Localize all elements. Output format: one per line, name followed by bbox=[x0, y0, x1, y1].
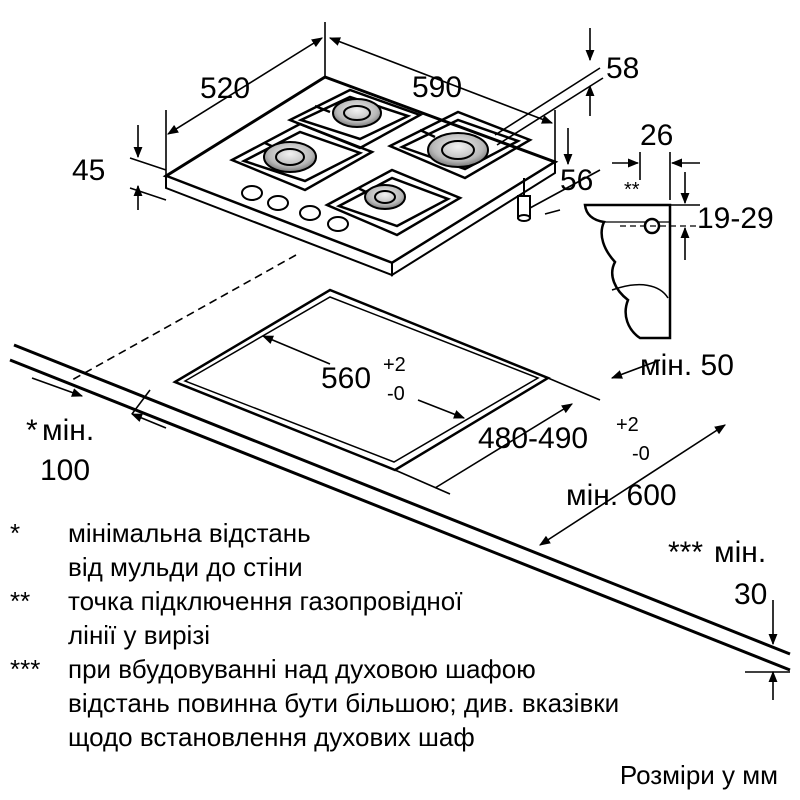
cutout-depth-annotation: 480-490 +2 -0 bbox=[478, 414, 650, 465]
cutout-width-annotation: 560 +2 -0 bbox=[321, 354, 406, 405]
bracket-detail bbox=[583, 203, 700, 340]
side-clearance-marker: * bbox=[26, 414, 38, 447]
legend-text: при вбудовуванні над духовою шафою bbox=[68, 654, 536, 684]
hob-side-edge bbox=[391, 160, 556, 277]
units-note: Розміри у мм bbox=[619, 760, 778, 790]
control-knobs bbox=[241, 185, 349, 232]
worktop-dimension-lines bbox=[31, 335, 790, 700]
cutout-depth-base: 480-490 bbox=[478, 422, 588, 455]
cutout-depth-tol-minus: -0 bbox=[632, 443, 650, 465]
legend-marker: ** bbox=[10, 586, 31, 616]
cutout-width-tol-plus: +2 bbox=[383, 354, 406, 376]
legend-marker: * bbox=[10, 518, 21, 548]
burner-rear-right bbox=[427, 132, 489, 168]
legend-text: точка підключення газопровідної bbox=[68, 586, 463, 616]
legend-item-continued: щодо встановлення духових шаф bbox=[0, 720, 800, 754]
bracket-dimension-lines bbox=[612, 152, 700, 260]
legend-text: відстань повинна бути більшою; див. вказ… bbox=[68, 688, 620, 718]
hob-connector-offset-label: 56 bbox=[560, 164, 593, 197]
cutout-width-tol-minus: -0 bbox=[387, 383, 405, 405]
bottom-clearance-label: мін. bbox=[714, 536, 766, 569]
burner-front-right bbox=[364, 184, 406, 210]
depth-clearance-label: мін. 600 bbox=[566, 479, 677, 512]
footnote-legend: * мінімальна відстань від мульди до стін… bbox=[0, 516, 800, 754]
legend-item-continued: від мульди до стіни bbox=[0, 550, 800, 584]
burner-front-left bbox=[263, 141, 317, 173]
hob-depth-label: 520 bbox=[200, 72, 250, 105]
cutout-inner bbox=[183, 296, 540, 463]
hob-rear-offset-label: 58 bbox=[606, 52, 639, 85]
bracket-width-label: 26 bbox=[640, 119, 673, 152]
legend-item-continued: відстань повинна бути більшою; див. вказ… bbox=[0, 686, 800, 720]
bracket-marker-label: ** bbox=[624, 179, 640, 201]
legend-text: лінії у вирізі bbox=[68, 620, 211, 650]
legend-item: * мінімальна відстань bbox=[0, 516, 800, 550]
worktop bbox=[9, 254, 791, 672]
rear-clearance-label: мін. 50 bbox=[640, 349, 734, 382]
hob-height-label: 45 bbox=[72, 154, 105, 187]
legend-item-continued: лінії у вирізі bbox=[0, 618, 800, 652]
burner-rear-left bbox=[332, 98, 382, 128]
legend-marker: *** bbox=[10, 654, 41, 684]
cutout-depth-tol-plus: +2 bbox=[616, 414, 639, 436]
hob-width-label: 590 bbox=[412, 71, 462, 104]
legend-item: *** при вбудовуванні над духовою шафою bbox=[0, 652, 800, 686]
bottom-clearance-marker: *** bbox=[668, 536, 703, 569]
side-clearance-label: мін. bbox=[42, 414, 94, 447]
legend-text: щодо встановлення духових шаф bbox=[68, 722, 475, 752]
legend-text: мінімальна відстань bbox=[68, 518, 311, 548]
hob-drawing bbox=[162, 75, 559, 277]
side-clearance-value: 100 bbox=[40, 454, 90, 487]
legend-item: ** точка підключення газопровідної bbox=[0, 584, 800, 618]
cutout-width-base: 560 bbox=[321, 362, 371, 395]
bracket-range-label: 19-29 bbox=[697, 202, 774, 235]
legend-text: від мульди до стіни bbox=[68, 552, 303, 582]
worktop-profile bbox=[583, 203, 672, 340]
gas-connector bbox=[517, 178, 531, 222]
bottom-clearance-value: 30 bbox=[734, 578, 767, 611]
hob-dimension-lines bbox=[129, 22, 604, 215]
